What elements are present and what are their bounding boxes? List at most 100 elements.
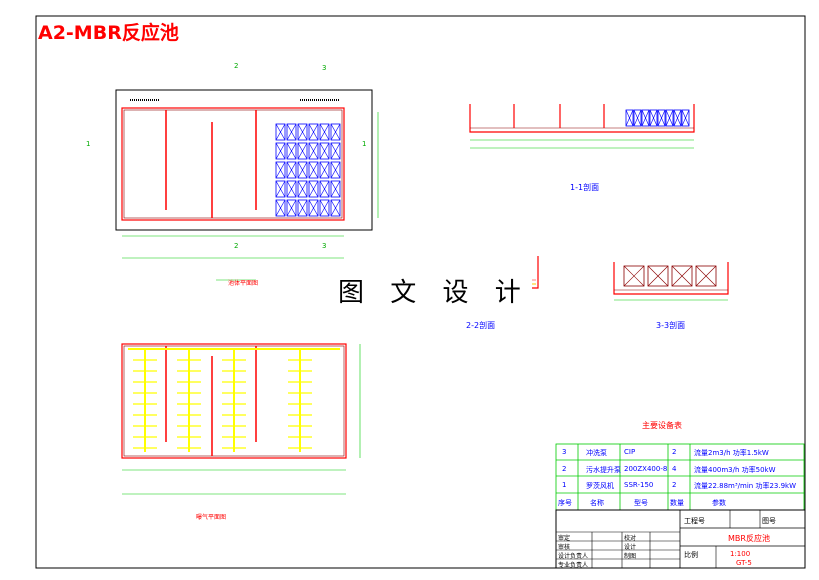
eq-row-3-cell-1: 1 xyxy=(562,481,567,489)
eq-row-2-cell-3: 200ZX400-8 xyxy=(624,464,668,473)
membrane-module xyxy=(665,109,674,127)
equipment-table-title: 主要设备表 xyxy=(642,421,682,430)
section-label-3-3: 3-3剖面 xyxy=(656,321,686,330)
membrane-module xyxy=(330,199,341,217)
plan-label-bottom: 曝气平面图 xyxy=(196,514,227,521)
eq-row-1-cell-5: 流量2m3/h 功率1.5kW xyxy=(694,449,769,457)
membrane-module xyxy=(308,161,319,179)
tb-col-2: 设计 xyxy=(624,544,637,551)
tb-sign-4: 专业负责人 xyxy=(558,562,589,569)
marker-2-top: 2 xyxy=(234,62,239,70)
marker-3-bottom: 3 xyxy=(322,242,327,250)
equipment-table-grid xyxy=(555,443,805,511)
tb-scale-label: 比例 xyxy=(684,551,698,559)
membrane-module xyxy=(275,142,286,160)
eq-row-2-cell-5: 流量400m3/h 功率50kW xyxy=(694,465,776,474)
drawing-title: A2-MBR反应池 xyxy=(38,22,179,44)
tb-drawing-no-label: 图号 xyxy=(762,517,776,525)
plan-view-bottom xyxy=(121,343,361,495)
membrane-module xyxy=(695,265,717,287)
tb-col-1: 校对 xyxy=(624,535,637,542)
section-label-2-2: 2-2剖面 xyxy=(466,321,496,330)
tb-sign-3: 设计负责人 xyxy=(558,553,589,560)
membrane-module xyxy=(641,109,650,127)
membrane-module xyxy=(319,123,330,141)
membrane-module xyxy=(625,109,634,127)
membrane-modules-section-1-1 xyxy=(625,109,690,127)
eq-row-1-cell-4: 2 xyxy=(672,448,677,456)
membrane-module xyxy=(681,109,690,127)
watermark-text: 图 文 设 计 xyxy=(336,272,532,309)
membrane-module xyxy=(330,161,341,179)
membrane-module xyxy=(319,161,330,179)
eq-row-3-cell-3: SSR-150 xyxy=(624,481,654,489)
membrane-module xyxy=(623,265,645,287)
marker-1-left: 1 xyxy=(86,140,91,148)
plan-view-top xyxy=(115,89,379,281)
eq-row-3-cell-5: 流量22.88m³/min 功率23.9kW xyxy=(694,482,797,490)
tb-drawing-name: MBR反应池 xyxy=(728,534,770,543)
membrane-module xyxy=(275,161,286,179)
membrane-module xyxy=(649,109,658,127)
eq-header-name: 名称 xyxy=(590,499,604,507)
membrane-module xyxy=(330,142,341,160)
membrane-module xyxy=(673,109,682,127)
eq-row-1-cell-1: 3 xyxy=(562,448,567,456)
membrane-modules-section-3-3 xyxy=(623,265,717,287)
membrane-module xyxy=(297,180,308,198)
tb-sign-1: 审定 xyxy=(558,535,571,542)
marker-1-right: 1 xyxy=(362,140,367,148)
membrane-module xyxy=(286,180,297,198)
membrane-module xyxy=(671,265,693,287)
membrane-module xyxy=(275,123,286,141)
plan-label-top: 池体平面图 xyxy=(228,280,259,287)
tb-project-label: 工程号 xyxy=(684,517,705,525)
membrane-module xyxy=(319,142,330,160)
membrane-module xyxy=(297,161,308,179)
eq-row-3-cell-2: 罗茨风机 xyxy=(586,482,614,490)
membrane-module xyxy=(330,180,341,198)
membrane-module xyxy=(308,199,319,217)
marker-2-bottom: 2 xyxy=(234,242,239,250)
tb-sign-2: 审核 xyxy=(558,544,571,551)
membrane-module xyxy=(275,180,286,198)
membrane-module xyxy=(297,123,308,141)
membrane-module xyxy=(330,123,341,141)
eq-header-model: 型号 xyxy=(634,499,648,507)
marker-3-top: 3 xyxy=(322,64,327,72)
eq-row-3-cell-4: 2 xyxy=(672,481,677,489)
eq-row-2-cell-2: 污水提升泵 xyxy=(586,465,621,474)
tb-sheet: GT-5 xyxy=(736,559,752,567)
section-3-3 xyxy=(613,262,729,301)
eq-row-2-cell-4: 4 xyxy=(672,464,677,473)
section-1-1 xyxy=(469,104,695,149)
membrane-module xyxy=(308,142,319,160)
membrane-module xyxy=(286,199,297,217)
eq-row-1-cell-3: CIP xyxy=(624,448,636,456)
tb-col-3: 制图 xyxy=(624,553,637,560)
tb-scale-value: 1:100 xyxy=(730,550,751,558)
membrane-module xyxy=(275,199,286,217)
membrane-module xyxy=(319,180,330,198)
eq-header-no: 序号 xyxy=(558,499,572,507)
membrane-module xyxy=(286,142,297,160)
membrane-module xyxy=(308,180,319,198)
membrane-module xyxy=(633,109,642,127)
eq-header-param: 参数 xyxy=(712,499,726,507)
section-label-1-1: 1-1剖面 xyxy=(570,183,600,192)
membrane-module xyxy=(297,199,308,217)
eq-row-1-cell-2: 冲洗泵 xyxy=(586,449,607,457)
membrane-module xyxy=(297,142,308,160)
drawing-frame xyxy=(35,15,806,569)
membrane-module-grid-plan xyxy=(275,123,341,217)
membrane-module xyxy=(308,123,319,141)
membrane-module xyxy=(657,109,666,127)
membrane-module xyxy=(286,123,297,141)
membrane-module xyxy=(319,199,330,217)
aeration-pipes xyxy=(128,348,340,452)
membrane-module xyxy=(286,161,297,179)
eq-header-qty: 数量 xyxy=(670,499,684,507)
eq-row-2-cell-1: 2 xyxy=(562,464,567,473)
title-block-grid xyxy=(555,509,806,569)
